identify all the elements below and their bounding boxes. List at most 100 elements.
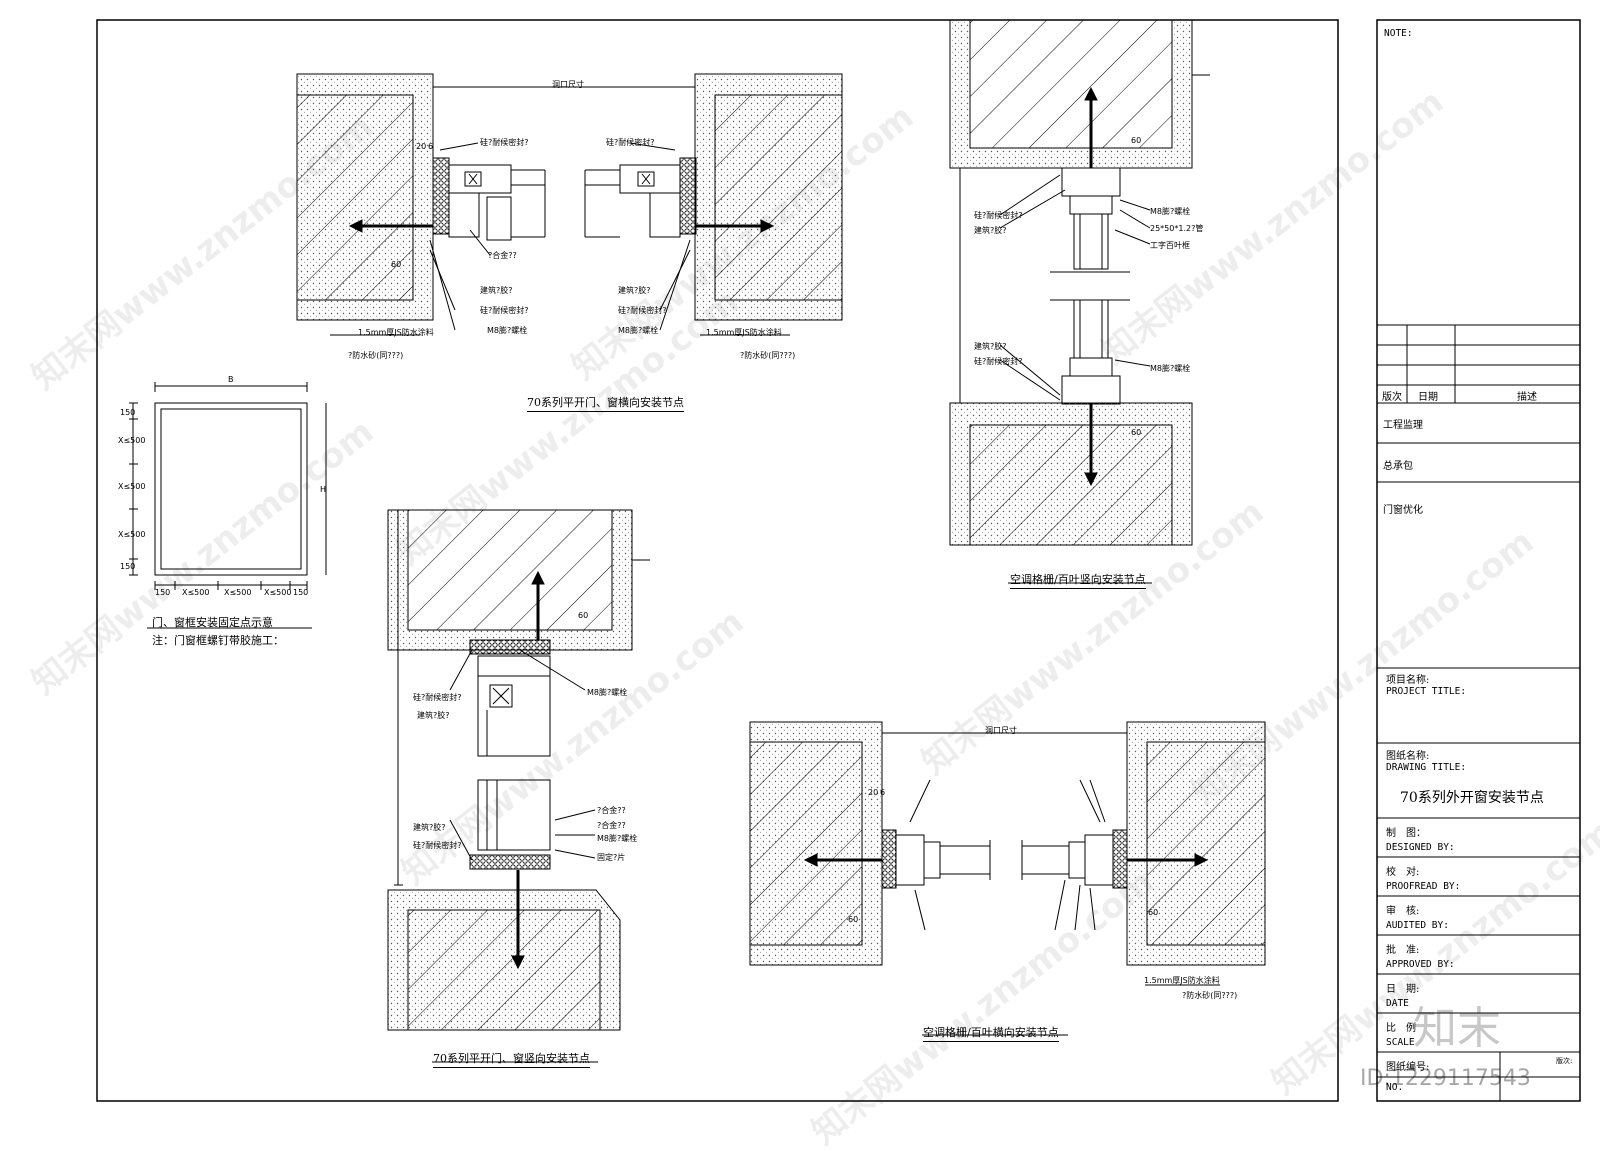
detail-vertical-70 [387, 509, 650, 1063]
label-membrane: 1.5mm厚JS防水涂料 [1144, 976, 1220, 985]
tb-rev-header-0: 版次 [1382, 392, 1402, 403]
label-expansion-bolt: M8膨?螺栓 [487, 326, 528, 335]
label-expansion-bolt: M8膨?螺栓 [618, 326, 659, 335]
label-foam-seal: 硅?耐候密封? [413, 841, 462, 850]
dim-bottom-0: 150 [155, 588, 171, 597]
dim-bottom-4: 150 [293, 588, 309, 597]
detail-horizontal-70 [296, 73, 843, 336]
label-alloy: ?合金?? [597, 806, 626, 815]
label-alloy: ?合金?? [597, 821, 626, 830]
dim-h: H [320, 485, 327, 494]
detail-ac-horizontal [749, 721, 1266, 1036]
caption-ac-horizontal: 空调格栅/百叶横向安装节点 [923, 1024, 1059, 1042]
label-fix-block: 固定?片 [597, 853, 626, 862]
dim-left-1: X≤500 [118, 436, 146, 445]
dim-60: 60 [1131, 136, 1142, 145]
dim-6: 6 [880, 788, 886, 797]
dim-bottom-2: X≤500 [224, 588, 252, 597]
tb-drawing-no-cn: 图纸编号: [1386, 1062, 1430, 1073]
caption-horizontal-70: 70系列平开门、窗横向安装节点 [527, 394, 684, 412]
id-watermark: ID:1229117543 [1360, 1066, 1531, 1091]
label-building-seal: 建筑?胶? [417, 711, 450, 720]
detail-frame-points [129, 382, 327, 629]
tb-designed-en: DESIGNED BY: [1386, 842, 1455, 853]
tb-rev-header-1: 日期 [1418, 392, 1438, 403]
title-block-grid [1377, 324, 1580, 1101]
label-membrane: 1.5mm厚JS防水涂料 [706, 328, 782, 337]
tb-audited-en: AUDITED BY: [1386, 920, 1449, 931]
detail-ac-vertical [949, 19, 1210, 584]
tb-drawing-no-en: NO. [1386, 1082, 1404, 1093]
caption-frame-points: 门、窗框安装固定点示意 [152, 616, 273, 629]
dim-60: 60 [391, 260, 402, 269]
tb-project-title-en: PROJECT TITLE: [1386, 686, 1467, 697]
dim-60: 60 [578, 611, 589, 620]
label-opening-size: 洞口尺寸 [552, 80, 584, 89]
dim-left-2: X≤500 [118, 482, 146, 491]
label-foam-seal: 硅?耐候密封? [974, 211, 1023, 220]
dim-b: B [228, 375, 234, 384]
dim-60: 60 [848, 915, 859, 924]
label-mortar: ?防水砂(同???) [740, 351, 796, 360]
tb-contractor: 总承包 [1383, 461, 1413, 472]
drawing-sheet [96, 19, 1581, 1102]
caption-ac-vertical: 空调格栅/百叶竖向安装节点 [1010, 571, 1146, 589]
label-expansion-bolt: M8膨?螺栓 [597, 834, 638, 843]
label-membrane: 1.5mm厚JS防水涂料 [358, 328, 434, 337]
dim-20: 20 [416, 142, 427, 151]
label-foam-seal: 硅?耐候密封? [618, 306, 667, 315]
tb-edition: 版次: [1556, 1057, 1573, 1065]
tb-project-title-cn: 项目名称: [1386, 675, 1430, 686]
tb-drawing-title-value: 70系列外开窗安装节点 [1400, 790, 1544, 806]
label-mortar: ?防水砂(同???) [348, 351, 404, 360]
tb-rev-header-2: 描述 [1517, 392, 1537, 403]
dim-bottom-3: X≤500 [264, 588, 292, 597]
title-block-frame [1376, 19, 1581, 1102]
tb-drawing-title-cn: 图纸名称: [1386, 751, 1430, 762]
cad-drawing [96, 19, 1581, 1102]
dim-left-4: 150 [120, 562, 136, 571]
label-expansion-bolt: M8膨?螺栓 [1150, 207, 1191, 216]
logo-watermark: 知末 [1413, 1003, 1501, 1054]
label-building-seal: 建筑?胶? [974, 342, 1007, 351]
label-alloy: ?合金?? [488, 251, 517, 260]
label-foam-seal: 硅?耐候密封? [606, 138, 655, 147]
label-foam-seal: 硅?耐候密封? [480, 138, 529, 147]
tb-supervisor: 工程监理 [1383, 420, 1423, 431]
tb-drawing-title-en: DRAWING TITLE: [1386, 762, 1467, 773]
tb-designed-cn: 制 图： [1386, 828, 1426, 839]
tb-optimization: 门窗优化 [1383, 505, 1423, 516]
label-steel-tube: 25*50*1.2?管 [1150, 224, 1204, 233]
tb-scale-cn: 比 例 [1386, 1023, 1416, 1034]
label-building-seal: 建筑?胶? [974, 226, 1007, 235]
frame-note: 注：门窗框螺钉带胶施工： [152, 634, 284, 647]
label-foam-seal: 硅?耐候密封? [480, 306, 529, 315]
tb-proofread-en: PROOFREAD BY: [1386, 881, 1461, 892]
dim-left-0: 150 [120, 408, 136, 417]
tb-audited-cn: 审 核: [1386, 906, 1420, 917]
dim-bottom-1: X≤500 [182, 588, 210, 597]
caption-vertical-70: 70系列平开门、窗竖向安装节点 [433, 1050, 590, 1068]
label-building-seal: 建筑?胶? [618, 286, 651, 295]
label-foam-seal: 硅?耐候密封? [413, 693, 462, 702]
tb-approved-en: APPROVED BY: [1386, 959, 1455, 970]
label-opening-size: 洞口尺寸 [985, 726, 1017, 735]
dim-20: 20 [868, 788, 879, 797]
tb-proofread-cn: 校 对: [1386, 867, 1420, 878]
label-foam-seal: 硅?耐候密封? [974, 357, 1023, 366]
label-building-seal: 建筑?胶? [480, 286, 513, 295]
tb-date-cn: 日 期: [1386, 984, 1420, 995]
tb-approved-cn: 批 准: [1386, 945, 1420, 956]
dim-60: 60 [1131, 428, 1142, 437]
tb-date-en: DATE [1386, 998, 1409, 1009]
dim-60: 60 [1148, 908, 1159, 917]
sheet-border [96, 19, 1339, 1102]
label-expansion-bolt: M8膨?螺栓 [587, 688, 628, 697]
label-louver: 工字百叶框 [1150, 241, 1190, 250]
dim-left-3: X≤500 [118, 530, 146, 539]
label-expansion-bolt: M8膨?螺栓 [1150, 364, 1191, 373]
tb-note: NOTE: [1384, 28, 1413, 39]
dim-6: 6 [428, 142, 434, 151]
label-building-seal: 建筑?胶? [413, 823, 446, 832]
tb-scale-en: SCALE [1386, 1037, 1415, 1048]
